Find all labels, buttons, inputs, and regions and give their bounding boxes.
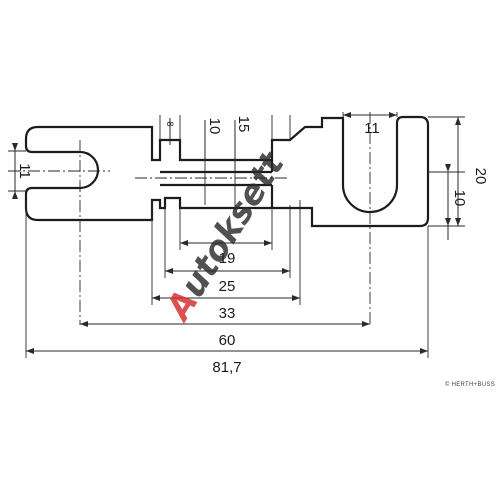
dim-33: 33 [219, 305, 236, 322]
vertical-dimension-lines [14, 117, 459, 240]
dim-small-mark: 8 [165, 121, 175, 126]
dim-right-inner-height: 10 [451, 190, 468, 207]
dim-right-height: 20 [472, 168, 489, 185]
neck-inner-lines [160, 160, 274, 208]
dim-neck-height: 10 [206, 118, 223, 135]
dim-hole-spacing: 60 [219, 332, 236, 349]
dim-total-length: 81,7 [212, 359, 241, 376]
fuse-outline [24, 115, 430, 228]
dim-shoulder-height: 15 [235, 116, 252, 133]
horizontal-dimension-lines [26, 114, 428, 352]
brand-mark: © HERTH+BUSS [445, 381, 495, 388]
extension-lines [8, 112, 465, 358]
dim-19: 19 [219, 250, 236, 267]
dim-right-slot-width: 11 [364, 120, 380, 137]
dim-25: 25 [219, 278, 236, 295]
center-lines [8, 112, 371, 325]
dim-left-slot-width: 11 [16, 163, 33, 179]
